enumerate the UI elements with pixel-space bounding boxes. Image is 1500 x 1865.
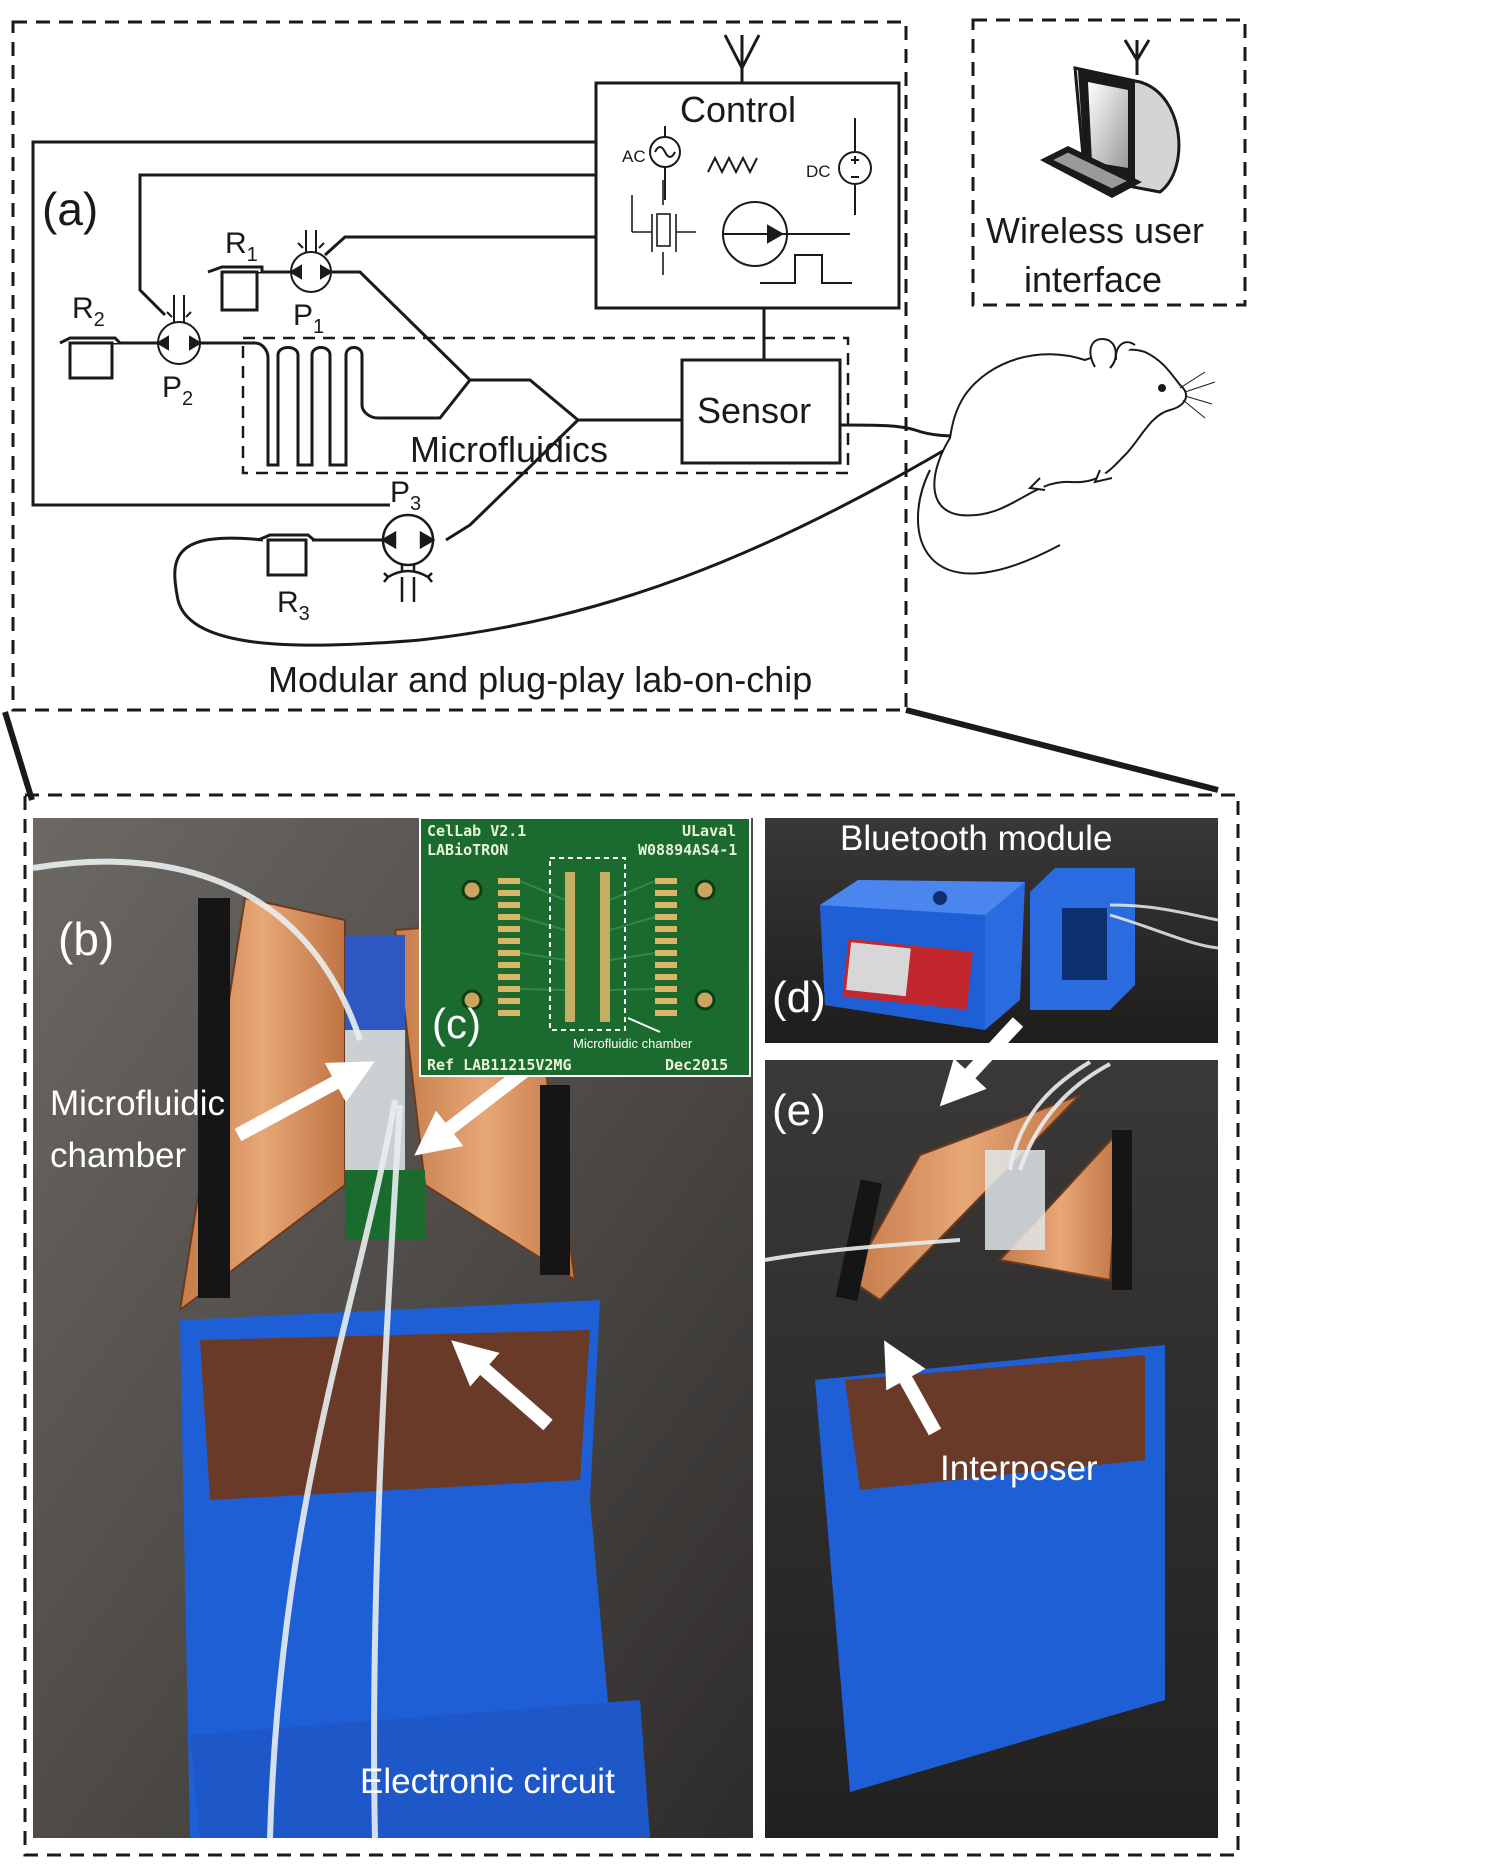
pcb-text-line2-left: LABioTRON (427, 841, 508, 859)
ac-source-icon (649, 126, 681, 200)
panel-label-a: (a) (42, 183, 98, 235)
control-unit: Control AC (594, 34, 901, 310)
pin-header-left (198, 898, 230, 1298)
photo-b: (b) Microfluidic chamber Electronic circ… (32, 818, 753, 1839)
reservoir-r2 (59, 336, 122, 380)
pcb-text-line2-right: W08894AS4-1 (638, 841, 737, 859)
schematic-panel: (a) Control AC (11, 20, 966, 712)
return-tubing (173, 436, 966, 647)
microfluidic-chamber-inset-label: Microfluidic chamber (573, 1036, 693, 1051)
panel-label-b: (b) (58, 913, 114, 965)
triangle-wave-icon (707, 155, 758, 175)
photo-panel-boundary (23, 793, 1240, 1857)
pin-header-right (540, 1085, 570, 1275)
panel-label-c: (c) (432, 1000, 481, 1047)
mouse-illustration (917, 338, 1216, 575)
pcb-pads-right (655, 878, 677, 1016)
sensor-to-mouse-wire (839, 423, 966, 438)
tubing (32, 858, 403, 1839)
pcb-center-pads (565, 872, 610, 1022)
wireless-interface-panel: Wireless user interface (971, 18, 1247, 307)
chamber-block-e (985, 1150, 1045, 1250)
current-source-icon (722, 201, 850, 267)
wireless-label-line2: interface (1024, 259, 1162, 300)
control-wires (31, 140, 766, 507)
bluetooth-tubing (1109, 903, 1219, 950)
pulse-wave-icon (760, 254, 852, 284)
pin-header-left-e (835, 1179, 883, 1302)
panel-label-e: (e) (772, 1086, 826, 1135)
pcb-text-bottom-right: Dec2015 (665, 1056, 728, 1074)
interposer-board-left (848, 1094, 1081, 1302)
pcb-text-bottom-left: Ref LAB11215V2MG (427, 1056, 572, 1074)
interposer-label: Interposer (940, 1449, 1098, 1488)
pcb-traces (519, 880, 656, 991)
photo-e: (e) Interposer (764, 1017, 1218, 1838)
crystal-oscillator-icon (631, 180, 696, 275)
computer-icon (1040, 39, 1181, 198)
circuit-arrow (451, 1340, 553, 1431)
bluetooth-to-case-arrow (939, 1017, 1024, 1107)
lab-on-chip-label: Modular and plug-play lab-on-chip (268, 659, 812, 700)
reservoir-r1 (207, 265, 264, 312)
pcb-text-line1-left: CelLab V2.1 (427, 822, 526, 840)
pump-p2-icon (156, 295, 202, 365)
pump-p3-icon (380, 513, 436, 602)
dc-source-icon (838, 118, 872, 215)
pcb-pads-left (498, 878, 520, 1016)
tubing-e (764, 1060, 1111, 1262)
dc-label: DC (806, 162, 831, 181)
pump-p1-icon (289, 230, 333, 293)
pcb-board (419, 817, 751, 1077)
pin-header-right-e (1112, 1130, 1132, 1290)
pump-p2-label: P2 (162, 371, 193, 410)
pump-p3-label: P3 (390, 476, 421, 515)
inset-c-pcb: CelLab V2.1 ULaval LABioTRON W08894AS4-1 (419, 817, 751, 1077)
zoom-connector-left (2, 711, 35, 801)
reservoir-r1-label: R1 (225, 227, 258, 266)
control-box (594, 81, 901, 310)
sensor-label: Sensor (697, 390, 811, 431)
pcb-mounting-holes (461, 879, 716, 1011)
microfluidic-chamber-label-line2: chamber (50, 1136, 187, 1175)
photo-d: Bluetooth module (d) (765, 818, 1219, 1043)
ac-label: AC (622, 147, 646, 166)
microfluidic-chamber-label-line1: Microfluidic (50, 1084, 225, 1123)
microfluidics-boundary (241, 336, 850, 475)
reservoir-r2-label: R2 (72, 292, 105, 331)
reservoir-r3-label: R3 (277, 586, 310, 625)
pcb-text-line1-right: ULaval (682, 822, 736, 840)
chamber-arrow (234, 1061, 375, 1142)
reservoir-r3 (257, 533, 315, 577)
chamber-outline (549, 857, 626, 1031)
bluetooth-module-label: Bluetooth module (840, 819, 1112, 858)
interposer-arrow (884, 1340, 942, 1436)
sensor-box (680, 358, 842, 465)
panel-label-d: (d) (772, 973, 826, 1022)
zoom-connector-right (905, 707, 1219, 793)
antenna-icon (723, 34, 761, 83)
microfluidics-label: Microfluidics (410, 429, 608, 470)
control-label: Control (680, 89, 796, 130)
lab-on-chip-boundary (11, 20, 908, 712)
wireless-label-line1: Wireless user (986, 210, 1204, 251)
wireless-interface-boundary (971, 18, 1247, 307)
chamber-pointer (627, 1017, 661, 1033)
electronic-circuit-label: Electronic circuit (360, 1762, 615, 1801)
pump-p1-label: P1 (293, 299, 324, 338)
